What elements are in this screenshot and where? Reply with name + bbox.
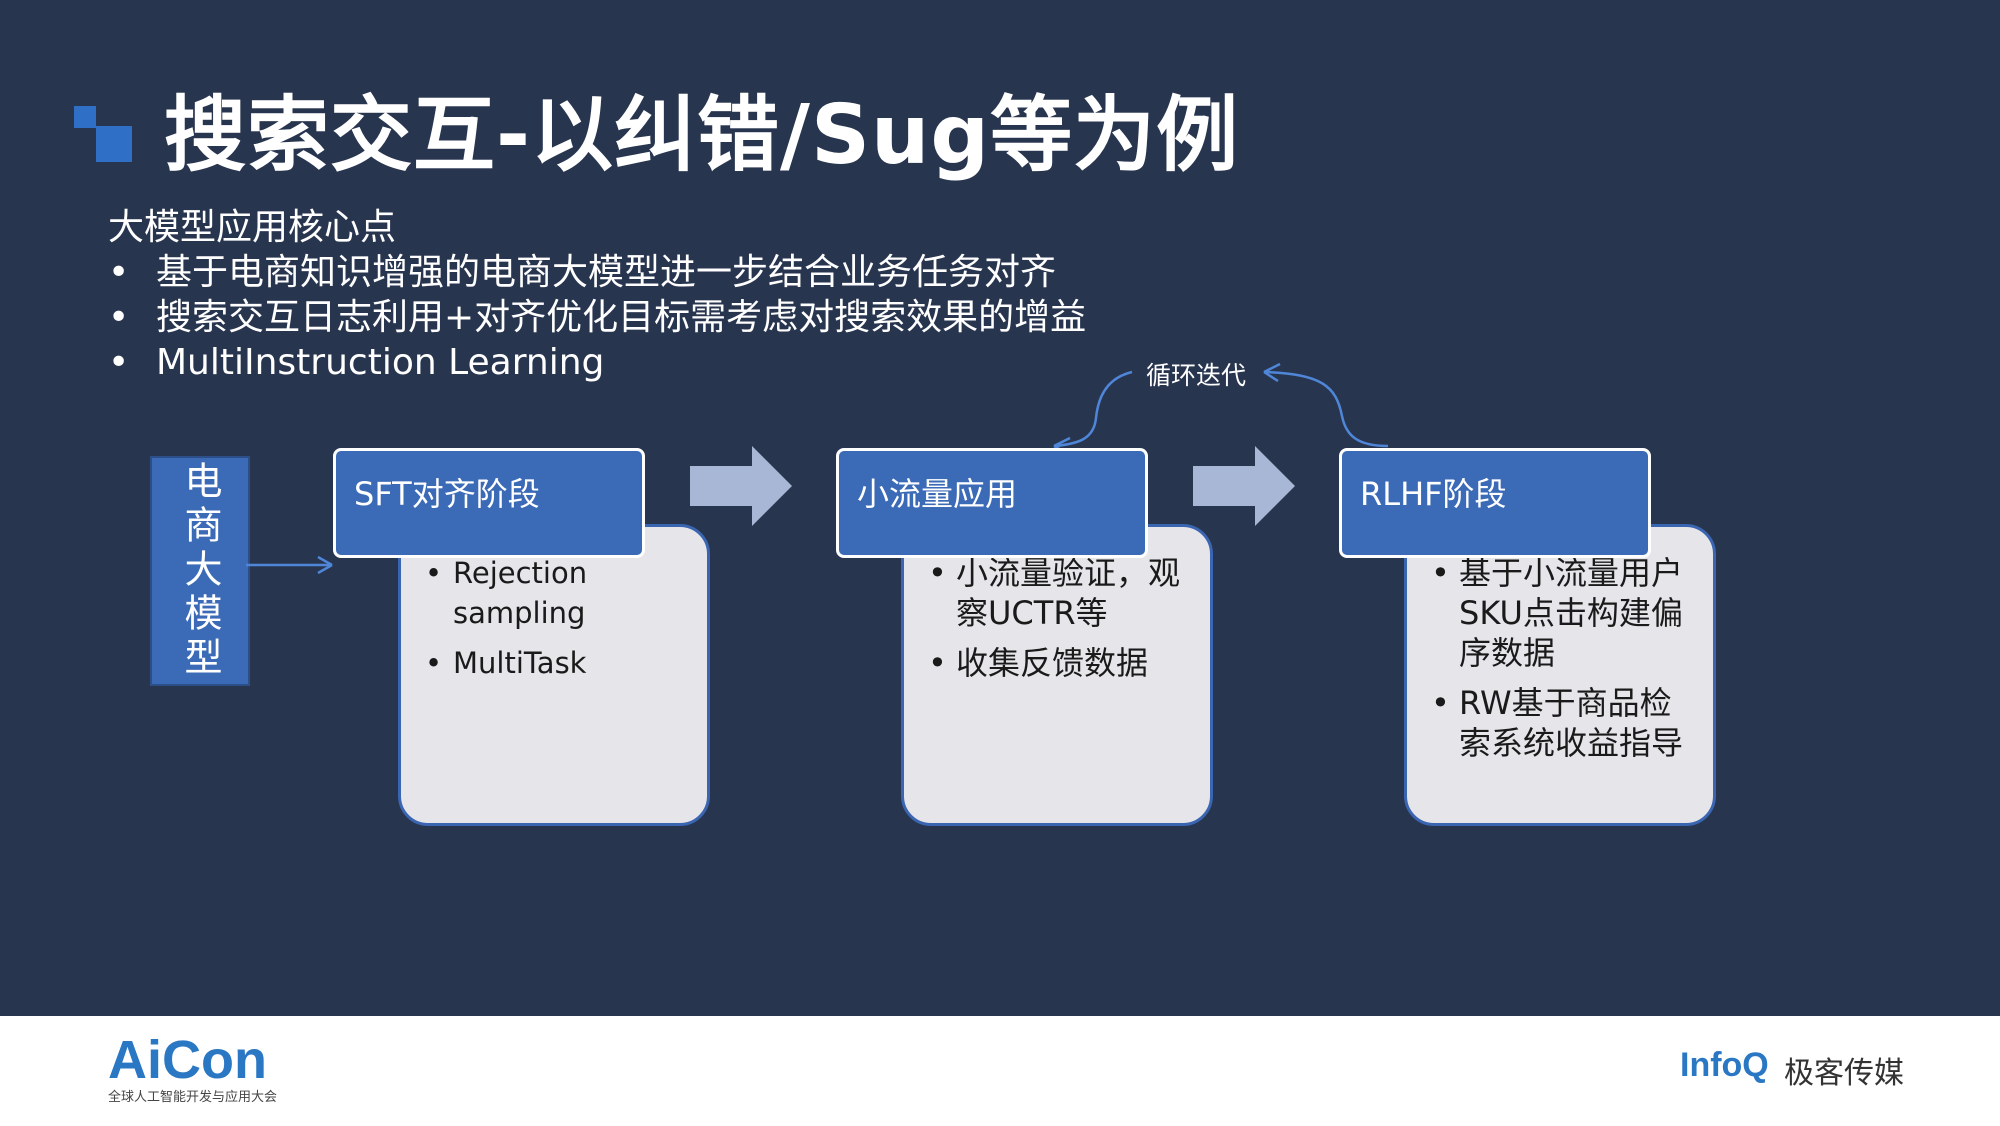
stage-3-point: RW基于商品检索系统收益指导 xyxy=(1429,683,1701,763)
footer-bar xyxy=(0,1016,2000,1126)
stage-2-header: 小流量应用 xyxy=(836,448,1148,558)
stage-3-title: RLHF阶段 xyxy=(1360,475,1507,513)
stage-3-body: 基于小流量用户SKU点击构建偏序数据 RW基于商品检索系统收益指导 xyxy=(1404,524,1716,826)
flow-arrow-2 xyxy=(1193,446,1295,526)
bullet-item: MultiInstruction Learning xyxy=(108,340,1086,385)
stage-1-point: Rejection sampling xyxy=(423,553,695,633)
aicon-logo: AiCon xyxy=(108,1030,267,1090)
stage-3-header: RLHF阶段 xyxy=(1339,448,1651,558)
intro-heading: 大模型应用核心点 xyxy=(108,207,397,248)
bullet-item: 基于电商知识增强的电商大模型进一步结合业务任务对齐 xyxy=(108,250,1086,295)
stage-1-title: SFT对齐阶段 xyxy=(354,475,540,513)
infoq-logo: InfoQ xyxy=(1680,1046,1769,1084)
loop-label: 循环迭代 xyxy=(1146,361,1247,390)
stage-1-body: Rejection sampling MultiTask xyxy=(398,524,710,826)
stage-2-body: 小流量验证，观察UCTR等 收集反馈数据 xyxy=(901,524,1213,826)
stage-1-header: SFT对齐阶段 xyxy=(333,448,645,558)
flow-arrow-1 xyxy=(690,446,792,526)
bullet-list: 基于电商知识增强的电商大模型进一步结合业务任务对齐 搜索交互日志利用+对齐优化目… xyxy=(108,250,1086,385)
stage-2-title: 小流量应用 xyxy=(857,475,1018,513)
model-connector-arrow xyxy=(246,555,333,575)
stage-3-point: 基于小流量用户SKU点击构建偏序数据 xyxy=(1429,553,1701,673)
stage-1-point: MultiTask xyxy=(423,643,695,683)
geek-media-logo: 极客传媒 xyxy=(1784,1056,1904,1091)
ecommerce-model-box: 电商大模型 xyxy=(150,456,250,686)
slide-background: 搜索交互-以纠错/Sug等为例 大模型应用核心点 基于电商知识增强的电商大模型进… xyxy=(0,0,2000,1016)
title-square-large xyxy=(96,126,132,162)
title-square-small xyxy=(74,106,96,128)
bullet-item: 搜索交互日志利用+对齐优化目标需考虑对搜索效果的增益 xyxy=(108,295,1086,340)
stage-2-point: 小流量验证，观察UCTR等 xyxy=(926,553,1198,633)
slide-title: 搜索交互-以纠错/Sug等为例 xyxy=(164,88,1240,183)
aicon-tagline: 全球人工智能开发与应用大会 xyxy=(108,1090,278,1105)
loop-arrows xyxy=(1053,362,1389,456)
stage-2-point: 收集反馈数据 xyxy=(926,643,1198,683)
ecommerce-model-label: 电商大模型 xyxy=(178,461,222,681)
